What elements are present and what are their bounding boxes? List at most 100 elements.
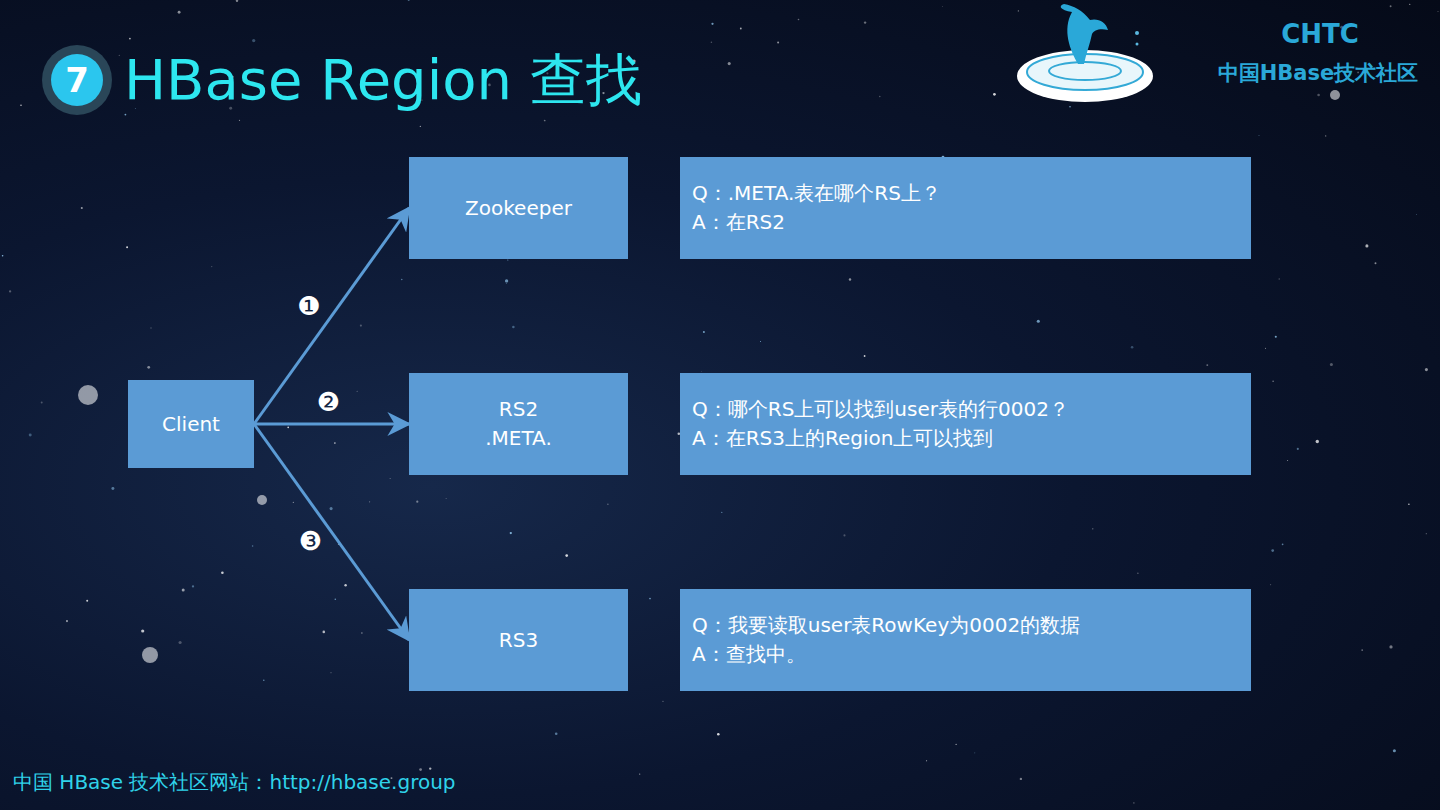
arrow-connector (254, 424, 409, 640)
title: HBase Region 查找 (124, 44, 642, 116)
star (728, 62, 731, 65)
process-box: Zookeeper (409, 157, 628, 259)
logo (1017, 4, 1153, 102)
star (81, 207, 83, 209)
star (126, 246, 128, 248)
arrow-connector (254, 423, 409, 426)
star (178, 11, 181, 14)
star (1416, 213, 1418, 215)
node-text: Q：我要读取user表RowKey为0002的数据 (692, 611, 1080, 640)
star (361, 632, 362, 633)
star (334, 442, 336, 444)
star (843, 534, 845, 536)
star (1317, 94, 1320, 97)
star (147, 366, 150, 369)
star (1133, 802, 1134, 803)
callout-number: ❸ (299, 528, 322, 554)
logo-bubble (1135, 31, 1139, 35)
star (1092, 528, 1093, 529)
logo-bubble (1136, 43, 1139, 46)
star (389, 478, 391, 480)
bright-star (142, 647, 158, 663)
star (20, 104, 22, 106)
number-disc (51, 54, 103, 106)
star (1275, 336, 1277, 338)
star (1297, 448, 1299, 450)
bright-star (78, 385, 98, 405)
node-text: A：在RS3上的Region上可以找到 (692, 424, 993, 453)
star (86, 600, 88, 602)
logo-ring (1049, 62, 1121, 80)
star (510, 532, 512, 534)
star (607, 503, 608, 504)
star (505, 279, 508, 282)
star (864, 355, 866, 357)
star (429, 767, 431, 769)
star (1409, 4, 1410, 5)
number-ring (42, 45, 112, 115)
node-text: RS3 (499, 626, 538, 655)
star (369, 501, 370, 502)
callout-number: ❷ (317, 389, 340, 415)
star (1316, 440, 1319, 443)
process-box: RS3 (409, 589, 628, 691)
star (941, 5, 943, 7)
star (1069, 106, 1071, 108)
star (1018, 10, 1019, 11)
star (798, 19, 800, 21)
star (662, 701, 663, 702)
node-text: Q：哪个RS上可以找到user表的行0002？ (692, 395, 1069, 424)
node-text: .META. (485, 424, 552, 453)
star (356, 390, 358, 392)
star (506, 283, 507, 284)
star (1361, 649, 1363, 651)
star (974, 752, 975, 753)
star (179, 641, 182, 644)
star (1325, 135, 1326, 136)
star (1408, 504, 1409, 505)
star (408, 0, 410, 1)
star (1271, 549, 1274, 552)
node-text: Client (162, 410, 220, 439)
node-text: Q：.META.表在哪个RS上？ (692, 179, 941, 208)
star (956, 744, 957, 745)
star (111, 487, 114, 490)
star (119, 55, 120, 56)
star (507, 259, 508, 260)
star (1437, 11, 1439, 13)
star (777, 42, 779, 44)
star (711, 23, 713, 25)
star (1389, 645, 1392, 648)
star (211, 266, 212, 267)
star (330, 507, 333, 510)
star (287, 427, 289, 429)
star (360, 325, 362, 327)
qa-box: Q：我要读取user表RowKey为0002的数据A：查找中。 (680, 589, 1251, 691)
logo-text: CHTC (1281, 19, 1359, 50)
star (1390, 5, 1392, 7)
star (29, 434, 32, 437)
star (293, 502, 294, 503)
logo-subtext: 中国HBase技术社区 (1218, 61, 1419, 86)
star (221, 571, 224, 574)
star (1365, 244, 1368, 247)
node-text: A：在RS2 (692, 208, 785, 237)
process-box: RS2.META. (409, 373, 628, 475)
star (236, 0, 238, 2)
star (544, 120, 546, 122)
qa-box: Q：哪个RS上可以找到user表的行0002？A：在RS3上的Region上可以… (680, 373, 1251, 475)
star (2, 255, 4, 257)
star (1131, 346, 1134, 349)
node-text: RS2 (499, 395, 538, 424)
star (192, 585, 194, 587)
node-text: Zookeeper (465, 194, 572, 223)
star (1272, 381, 1273, 382)
star (9, 290, 11, 292)
star (703, 331, 705, 333)
qa-box: Q：.META.表在哪个RS上？A：在RS2 (680, 157, 1251, 259)
footer-text: 中国 HBase 技术社区网站：http://hbase.group (13, 770, 456, 794)
star (740, 28, 742, 30)
star (129, 38, 131, 40)
star (335, 599, 337, 601)
star (926, 760, 927, 761)
